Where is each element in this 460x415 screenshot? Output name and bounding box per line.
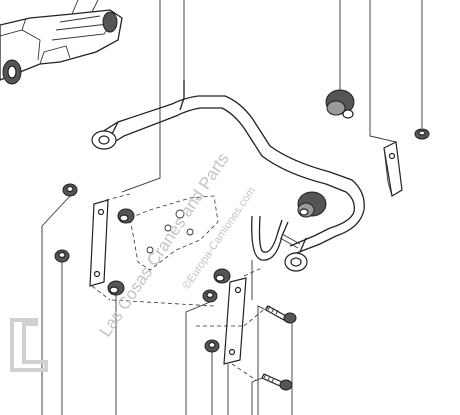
nut-left-upper <box>62 183 78 197</box>
center-link-plate <box>223 277 247 365</box>
bolt-lower <box>261 373 293 391</box>
right-bracket <box>383 141 403 197</box>
bolt-upper <box>265 305 297 324</box>
nut-top-right <box>414 128 430 140</box>
bar-bushing <box>297 191 327 218</box>
bushing-left-upper <box>117 208 135 224</box>
left-link-plate <box>89 199 109 287</box>
nut-left-lower <box>54 249 70 263</box>
spare-bushing <box>325 89 355 119</box>
watermark-logo-icon <box>10 318 48 372</box>
watermark: Las Cosas Cranes and Parts ©Europa-Camio… <box>10 149 258 372</box>
leader-lines <box>41 0 423 415</box>
nut-center-lower <box>204 339 220 353</box>
stabilizer-bar <box>91 80 365 272</box>
bushing-center <box>213 268 231 284</box>
u-bolt-clamp <box>251 215 301 261</box>
frame-plate <box>129 195 219 271</box>
nut-center-upper <box>202 289 218 303</box>
bushing-left-lower <box>107 280 125 296</box>
vehicle-thumbnail <box>0 0 123 85</box>
